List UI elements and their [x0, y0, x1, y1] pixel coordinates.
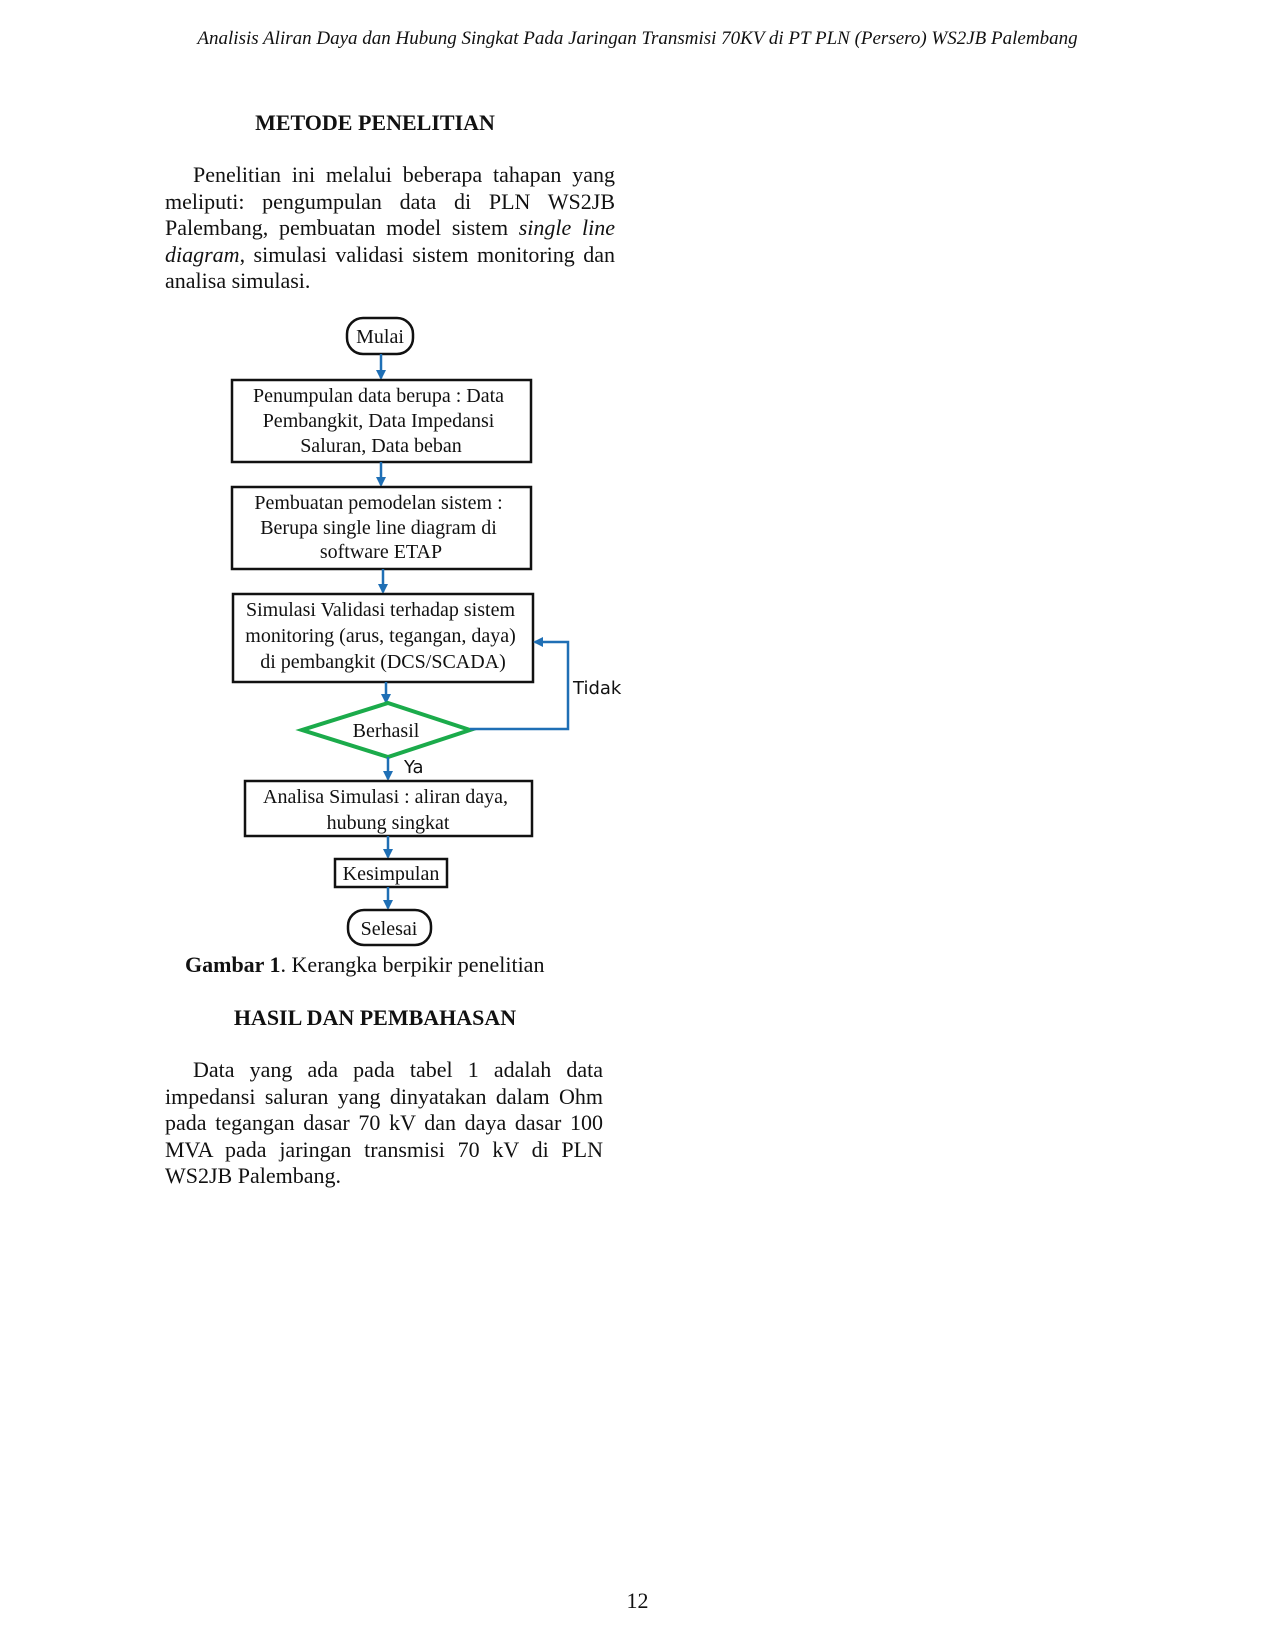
figure-caption: Gambar 1. Kerangka berpikir penelitian — [185, 952, 544, 978]
process-box-analysis — [243, 779, 534, 838]
figure-caption-label: Gambar 1 — [185, 952, 281, 977]
section-heading-metode: METODE PENELITIAN — [255, 110, 495, 135]
paragraph-metode-text-b: , simulasi validasi sistem monitoring da… — [165, 241, 615, 294]
process-text-modeling: Pembuatan pemodelan sistem : Berupa sing… — [254, 492, 507, 563]
process-box-validation — [231, 592, 535, 684]
page-number: 12 — [626, 1588, 649, 1613]
process-text-analysis: Analisa Simulasi : aliran daya, hubung s… — [263, 786, 513, 834]
process-box-conclusion — [333, 857, 449, 889]
no-label: Tidak — [572, 678, 622, 699]
paragraph-hasil-text: Data yang ada pada tabel 1 adalah data i… — [165, 1057, 603, 1188]
yes-label: Ya — [403, 757, 424, 778]
process-text-data-collection: Penumpulan data berupa : Data Pembangkit… — [253, 385, 509, 457]
end-terminator — [346, 908, 433, 947]
paragraph-metode-text-a: Penelitian ini melalui beberapa tahapan … — [165, 162, 615, 240]
process-box-data-collection — [230, 378, 533, 464]
process-box-modeling — [230, 485, 533, 571]
paragraph-hasil: Data yang ada pada tabel 1 adalah data i… — [165, 1057, 603, 1190]
figure-caption-text: . Kerangka berpikir penelitian — [280, 952, 545, 977]
paragraph-metode-italic: single line diagram — [165, 215, 615, 267]
paragraph-metode: Penelitian ini melalui beberapa tahapan … — [165, 162, 615, 295]
arrow-loop-no — [470, 637, 570, 731]
running-header: Analisis Aliran Daya dan Hubung Singkat … — [197, 28, 1078, 49]
decision-label: Berhasil — [353, 720, 420, 742]
end-label: Selesai — [361, 918, 418, 940]
flowchart: Mulai Penumpulan data berupa : Data Pemb… — [230, 316, 622, 947]
process-text-conclusion: Kesimpulan — [343, 863, 440, 885]
section-heading-hasil: HASIL DAN PEMBAHASAN — [233, 1005, 517, 1030]
process-text-validation: Simulasi Validasi terhadap sistem monito… — [245, 599, 520, 673]
start-label: Mulai — [356, 326, 404, 348]
